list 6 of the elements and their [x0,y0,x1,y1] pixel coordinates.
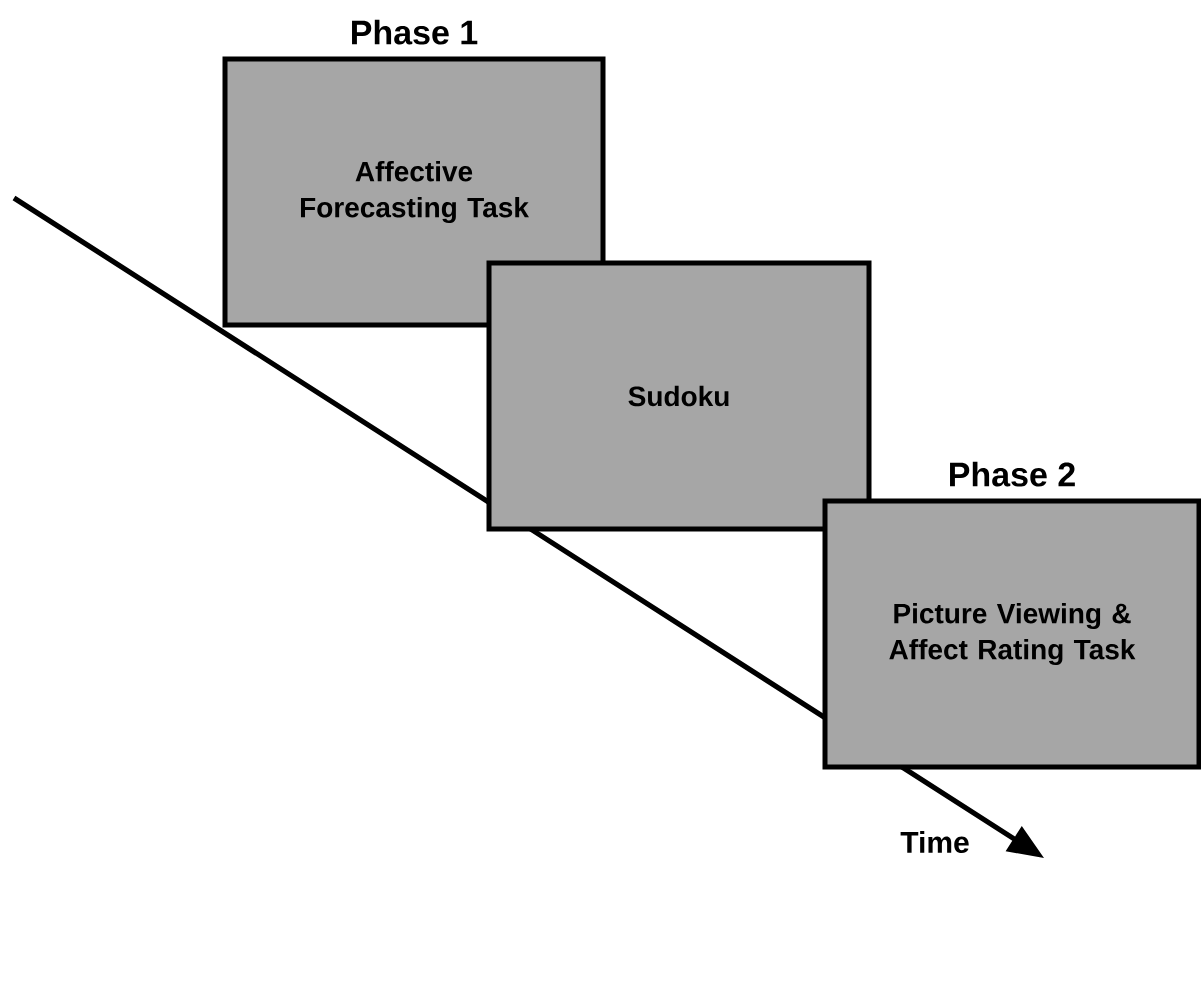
axis-label: Time [900,831,969,853]
process-box: Sudoku [486,260,872,532]
process-box: Picture Viewing & Affect Rating Task [822,498,1201,770]
process-box: Affective Forecasting Task [222,56,606,328]
phase-heading: Phase 2 [950,461,1075,487]
phase-heading: Phase 1 [352,19,478,45]
